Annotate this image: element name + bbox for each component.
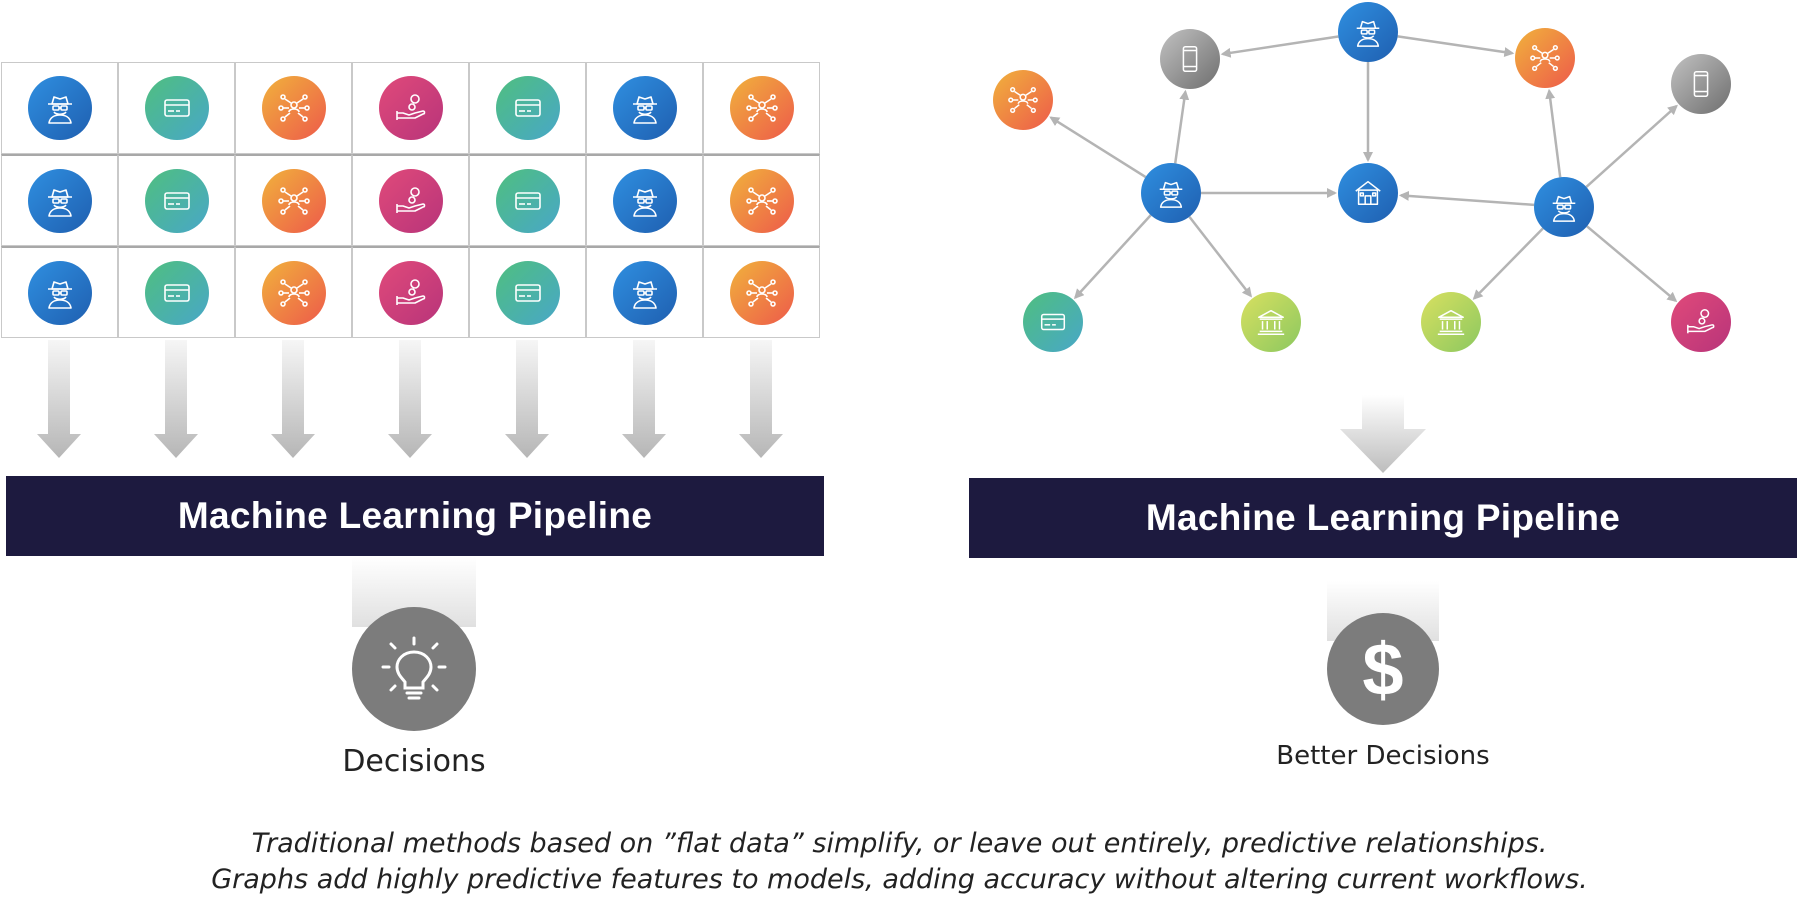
- credit-card-icon: [495, 168, 560, 233]
- down-arrow: [739, 340, 783, 458]
- table-cell: [703, 246, 820, 338]
- right-pipeline-label: Machine Learning Pipeline: [1145, 497, 1621, 538]
- table-cell: [586, 246, 703, 338]
- graph-edge: [1220, 35, 1339, 58]
- fraudster-icon: [1534, 177, 1594, 237]
- fraudster-icon: [1141, 163, 1201, 223]
- table-cell: [118, 246, 235, 338]
- payment-hand-icon: [378, 168, 443, 233]
- graph-edge: [1586, 225, 1678, 303]
- fraudster-icon: [612, 76, 677, 140]
- graph-edge: [1173, 89, 1190, 164]
- phone-icon: [1160, 29, 1220, 89]
- network-icon: [261, 76, 326, 140]
- credit-card-icon: [144, 76, 209, 140]
- fraudster-icon: [27, 76, 92, 140]
- table-cell: [586, 154, 703, 246]
- table-cell: [1, 154, 118, 246]
- table-cell: [118, 62, 235, 154]
- left-pipeline-bar: Machine Learning Pipeline: [6, 476, 824, 556]
- fraudster-icon: [1338, 2, 1398, 62]
- fraudster-icon: [27, 168, 92, 233]
- graph-edge: [1585, 104, 1678, 188]
- table-cell: [469, 62, 586, 154]
- table-cell: [352, 154, 469, 246]
- table-cell: [469, 246, 586, 338]
- caption-line-1: Traditional methods based on ”flat data”…: [251, 828, 1548, 859]
- credit-card-icon: [1023, 292, 1083, 352]
- payment-hand-icon: [1671, 292, 1731, 352]
- network-icon: [261, 168, 326, 233]
- right-pipeline-bar: Machine Learning Pipeline: [969, 478, 1797, 558]
- left-result-label: Decisions: [342, 744, 486, 779]
- table-cell: [703, 62, 820, 154]
- flat-data-table: [1, 62, 820, 338]
- down-arrow: [271, 340, 315, 458]
- caption-line-2: Graphs add highly predictive features to…: [211, 864, 1588, 895]
- table-cell: [586, 62, 703, 154]
- bank-icon: [1241, 292, 1301, 352]
- fraudster-icon: [612, 168, 677, 233]
- left-pipeline-label: Machine Learning Pipeline: [177, 495, 653, 536]
- table-cell: [235, 246, 352, 338]
- dollar-icon: $: [1327, 613, 1439, 725]
- lightbulb-icon: [352, 607, 476, 731]
- down-arrow: [154, 340, 198, 458]
- phone-icon: [1671, 54, 1731, 114]
- credit-card-icon: [144, 168, 209, 233]
- credit-card-icon: [495, 76, 560, 140]
- payment-hand-icon: [378, 260, 443, 325]
- graph-edge: [1188, 215, 1253, 298]
- down-arrow: [622, 340, 666, 458]
- graph-edge: [1545, 88, 1562, 178]
- graph-edge: [1472, 227, 1544, 300]
- table-cell: [235, 62, 352, 154]
- graph-edge: [1049, 116, 1147, 179]
- payment-hand-icon: [378, 76, 443, 140]
- table-cell: [352, 246, 469, 338]
- network-icon: [1515, 28, 1575, 88]
- fraudster-icon: [612, 260, 677, 325]
- graph-edge: [1073, 214, 1152, 300]
- right-result-label: Better Decisions: [1276, 741, 1490, 771]
- network-icon: [729, 260, 794, 325]
- table-cell: [118, 154, 235, 246]
- right-arrow: [1340, 395, 1426, 473]
- dollar-symbol: $: [1362, 627, 1404, 711]
- graph-edge: [1398, 190, 1535, 207]
- down-arrow: [388, 340, 432, 458]
- credit-card-icon: [495, 260, 560, 325]
- table-cell: [1, 246, 118, 338]
- graph-edge: [1397, 35, 1515, 57]
- down-arrow: [505, 340, 549, 458]
- network-icon: [993, 70, 1053, 130]
- table-cell: [1, 62, 118, 154]
- house-icon: [1338, 163, 1398, 223]
- table-cell: [352, 62, 469, 154]
- network-icon: [729, 168, 794, 233]
- bank-icon: [1421, 292, 1481, 352]
- fraudster-icon: [27, 260, 92, 325]
- table-cell: [703, 154, 820, 246]
- credit-card-icon: [144, 260, 209, 325]
- network-icon: [729, 76, 794, 140]
- table-cell: [469, 154, 586, 246]
- table-cell: [235, 154, 352, 246]
- network-icon: [261, 260, 326, 325]
- down-arrow: [37, 340, 81, 458]
